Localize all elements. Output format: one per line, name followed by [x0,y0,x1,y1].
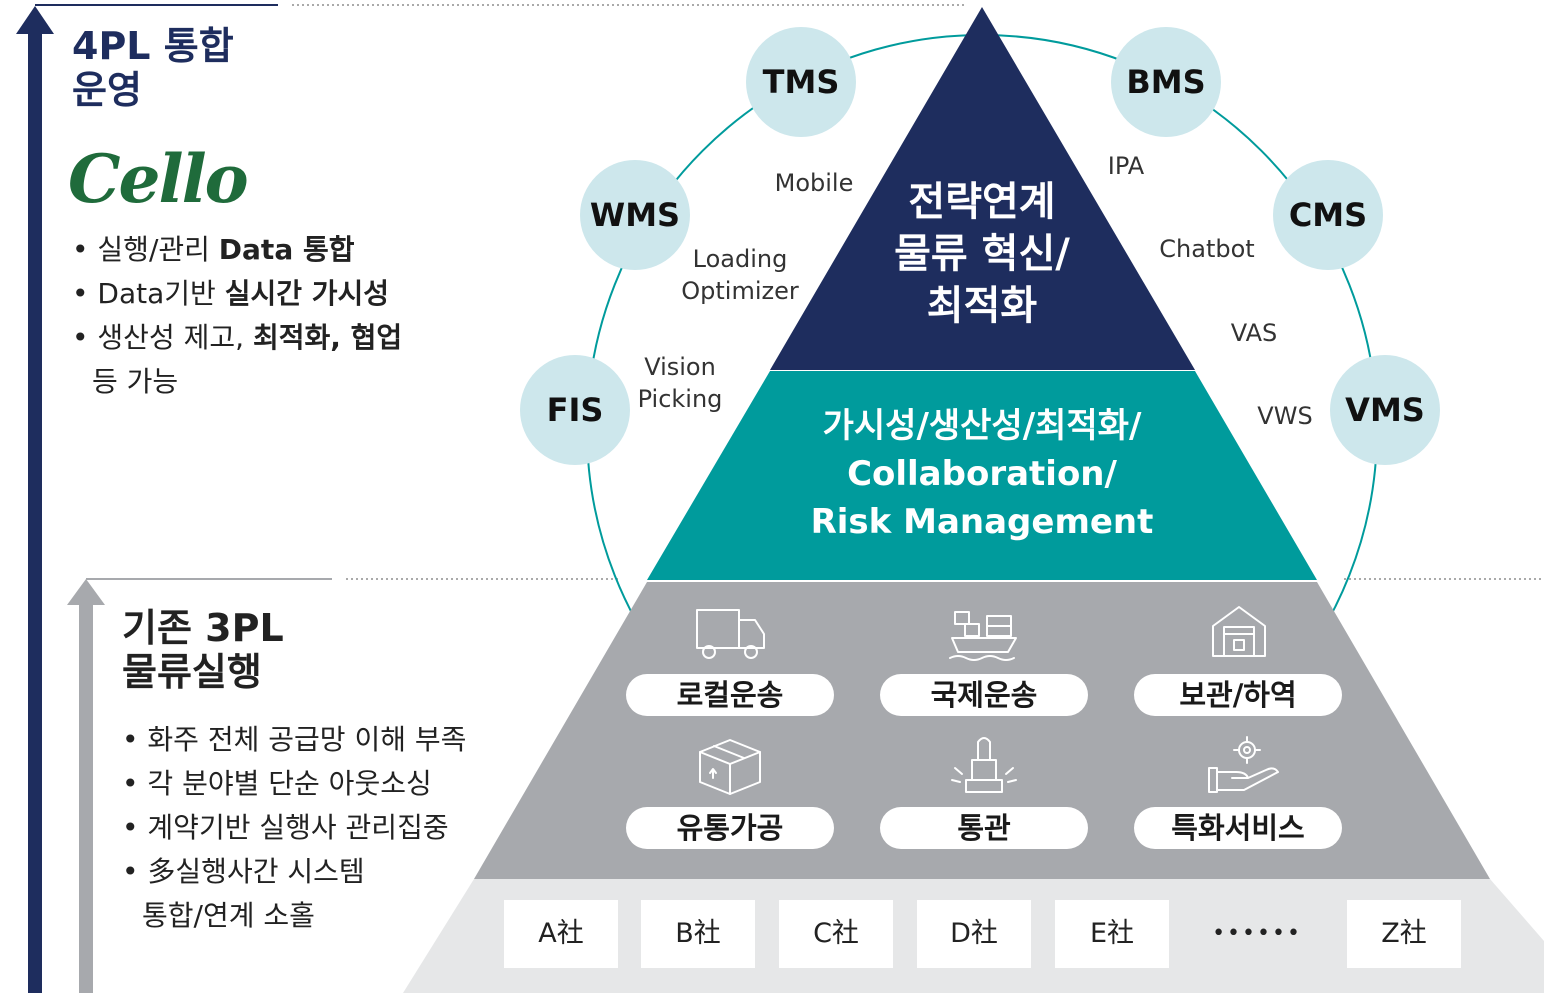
label-loading: Loading [692,245,788,273]
3pl-bullet-4-cont: 통합/연계 소홀 [142,899,315,932]
top-text-line2: 물류 혁신/ [894,231,1070,277]
3pl-bullet-1: • 화주 전체 공급망 이해 부족 [122,723,467,756]
4pl-title-line1: 4PL 통합 [72,24,234,68]
4pl-bullet-list: • 실행/관리 Data 통합 • Data기반 실시간 가시성 • 생산성 제… [72,228,402,404]
service-storage: 보관/하역 [1134,674,1342,716]
left-arrow-3pl [67,578,1544,993]
middle-text-line3: Risk Management [810,502,1154,542]
company-d: D社 [917,900,1031,968]
label-vas: VAS [1230,319,1278,347]
4pl-title-line2: 운영 [72,68,142,112]
label-chatbot: Chatbot [1159,235,1255,263]
label-loading-optimizer: Loading Optimizer [680,243,800,307]
3pl-bullet-3: • 계약기반 실행사 관리집중 [122,811,449,844]
3pl-bullet-4: • 多실행사간 시스템 [122,855,365,888]
service-local-transport: 로컬운송 [626,674,834,716]
label-optimizer: Optimizer [681,277,799,305]
company-z: Z社 [1347,900,1461,968]
system-cms: CMS [1273,160,1383,270]
cello-logo: Cello [68,140,249,218]
service-processing: 유통가공 [626,807,834,849]
top-text-line3: 최적화 [926,283,1038,329]
box-icon [699,739,761,795]
service-customs: 통관 [880,807,1088,849]
label-mobile: Mobile [774,169,854,197]
4pl-bullet-1: • 실행/관리 Data 통합 [72,233,355,266]
system-tms: TMS [746,27,856,137]
system-wms: WMS [580,160,690,270]
left-arrow-4pl [16,4,965,993]
company-e: E社 [1055,900,1169,968]
pyramid-middle-tier [647,371,1317,580]
company-b: B社 [641,900,755,968]
hand-gear-icon [1208,736,1279,793]
3pl-title: 기존 3PL 물류실행 [122,606,284,694]
middle-text-line2: Collaboration/ [847,454,1117,494]
label-picking: Picking [637,385,723,413]
ship-icon [949,611,1017,661]
system-vms: VMS [1330,355,1440,465]
system-bms: BMS [1111,27,1221,137]
4pl-bullet-3-cont: 등 가능 [92,365,179,398]
3pl-title-line1: 기존 3PL [122,606,284,650]
3pl-bullet-list: • 화주 전체 공급망 이해 부족 • 각 분야별 단순 아웃소싱 • 계약기반… [122,718,466,938]
service-special: 특화서비스 [1134,807,1342,849]
4pl-title: 4PL 통합 운영 [72,24,234,112]
label-ipa: IPA [1107,152,1145,180]
pyramid-top-text: 전략연계 물류 혁신/ 최적화 [832,176,1132,332]
pyramid-top-tier [770,7,1195,370]
4pl-bullet-2: • Data기반 실시간 가시성 [72,277,390,310]
truck-icon [696,609,765,659]
3pl-title-line2: 물류실행 [122,650,262,694]
company-ellipsis: •••••• [1212,921,1302,946]
pyramid-middle-text: 가시성/생산성/최적화/ Collaboration/ Risk Managem… [732,402,1232,546]
label-vision: Vision [644,353,716,381]
label-vws: VWS [1257,402,1313,430]
3pl-bullet-2: • 각 분야별 단순 아웃소싱 [122,767,432,800]
system-fis: FIS [520,355,630,465]
company-c: C社 [779,900,893,968]
4pl-bullet-3: • 생산성 제고, 최적화, 협업 [72,321,403,354]
company-a: A社 [504,900,618,968]
stamp-icon [951,737,1017,793]
label-vision-picking: Vision Picking [630,351,730,415]
middle-text-line1: 가시성/생산성/최적화/ [822,406,1142,446]
top-text-line1: 전략연계 [908,179,1056,225]
service-intl-transport: 국제운송 [880,674,1088,716]
warehouse-icon [1212,606,1266,657]
